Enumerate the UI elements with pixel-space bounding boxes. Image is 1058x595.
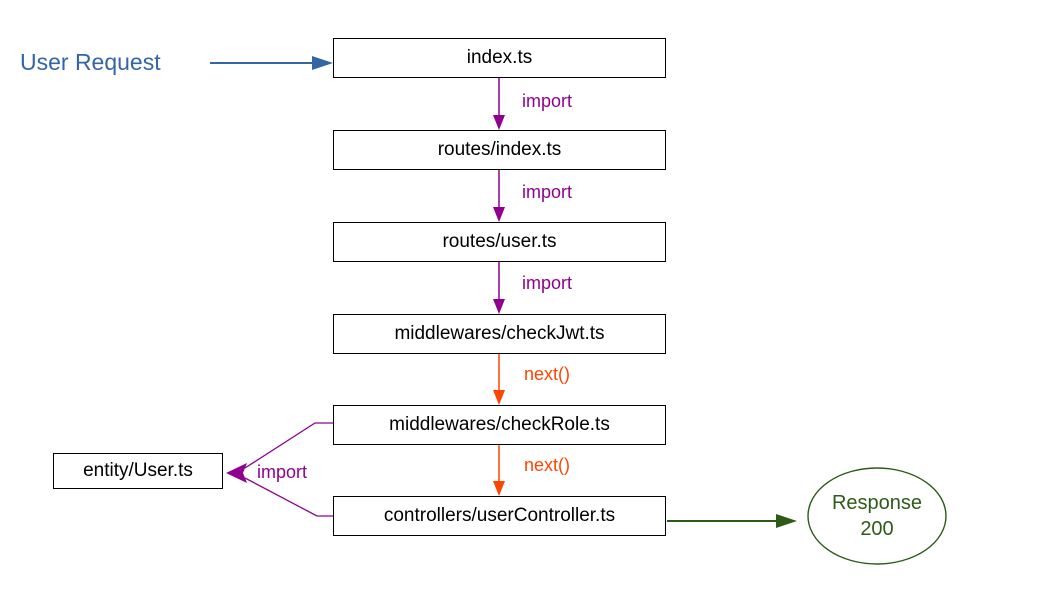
node-index-ts: index.ts [333,38,666,78]
node-controllers-usercontroller-ts: controllers/userController.ts [333,496,666,536]
node-routes-index-ts: routes/index.ts [333,130,666,170]
response-arrow [667,514,797,528]
import-arrow-3 [493,262,505,314]
response-ellipse [807,467,947,565]
user-request-label: User Request [20,49,161,75]
response-line1: Response [831,492,923,514]
node-middlewares-checkrole-ts: middlewares/checkRole.ts [333,405,666,445]
node-entity-user-ts: entity/User.ts [53,453,223,489]
edge-label-next-2: next() [524,455,571,475]
import-arrow-2 [493,170,505,222]
response-200-label: Response 200 [808,468,946,564]
entity-import-connector [226,422,333,517]
user-request-arrow [210,56,333,70]
next-arrow-1 [493,354,505,405]
edge-label-import-3: import [522,273,573,293]
next-arrow-2 [493,445,505,496]
edge-label-next-1: next() [524,364,571,384]
response-line2: 200 [860,518,894,540]
edge-label-import-1: import [522,91,573,111]
node-middlewares-checkjwt-ts: middlewares/checkJwt.ts [333,314,666,354]
node-routes-user-ts: routes/user.ts [333,222,666,262]
edge-label-import-entity: import [257,462,308,482]
import-arrow-1 [493,78,505,130]
edge-label-import-2: import [522,182,573,202]
